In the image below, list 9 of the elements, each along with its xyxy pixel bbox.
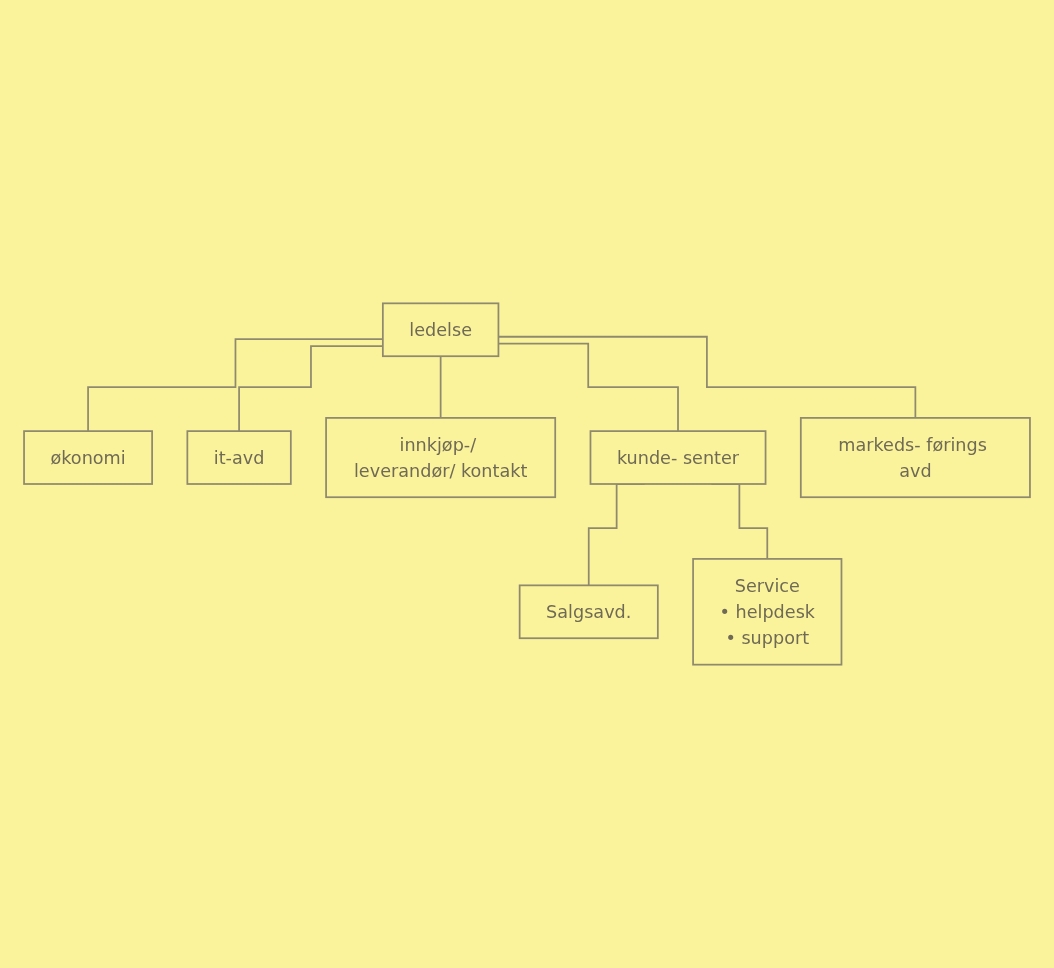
node-box: økonomi	[23, 430, 153, 485]
node-box: ledelse	[381, 302, 500, 358]
node-box: kunde- senter	[589, 430, 767, 485]
node-box: it-avd	[186, 430, 292, 485]
connector	[439, 355, 442, 419]
node-box: Salgsavd.	[518, 584, 659, 640]
node-box: Service • helpdesk • support	[692, 558, 843, 666]
node-box: innkjøp-/ leverandør/ kontakt	[325, 417, 557, 499]
node-box: markeds- førings avd	[799, 417, 1031, 499]
